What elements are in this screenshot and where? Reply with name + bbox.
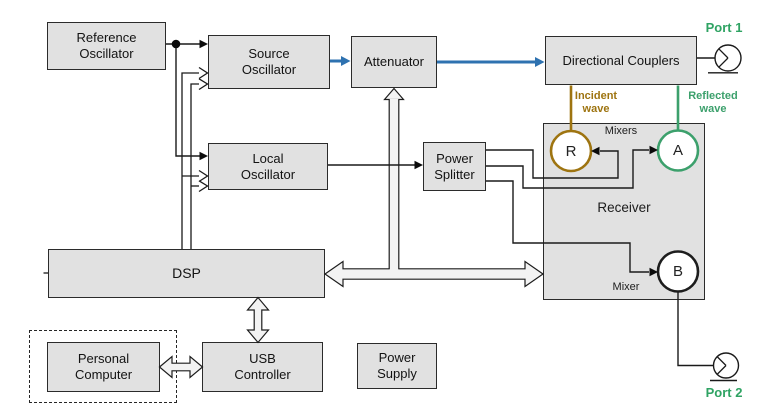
reference-oscillator-block: Reference Oscillator <box>47 22 166 70</box>
mixer-label: Mixer <box>612 281 640 293</box>
dsp-to-source-wire-2 <box>190 83 199 249</box>
b-mixer-circle <box>656 250 700 293</box>
splitter-input-arrowhead <box>414 160 423 170</box>
reflected-wave-label: Reflected wave <box>688 90 738 115</box>
r-mixer-letter: R <box>565 142 577 160</box>
pc-usb-bus-arrow <box>158 355 204 379</box>
personal-computer-label: Personal Computer <box>74 351 133 382</box>
directional-couplers-label: Directional Couplers <box>562 52 680 68</box>
power-supply-block: Power Supply <box>357 343 437 389</box>
source-input-arrowhead <box>199 39 208 49</box>
dsp-receiver-bus-arrow <box>323 260 545 288</box>
dsp-attenuator-arrow-shaft <box>389 98 399 274</box>
splitter-to-r-mixer-wire <box>486 149 619 179</box>
incident-wave-label: Incident wave <box>574 90 618 115</box>
directional-couplers-block: Directional Couplers <box>545 36 697 85</box>
b-mixer-letter: B <box>672 263 683 280</box>
mixers-label: Mixers <box>604 125 638 137</box>
power-splitter-label: Power Splitter <box>434 150 475 182</box>
local-oscillator-block: Local Oscillator <box>208 143 328 190</box>
dsp-block: DSP <box>48 249 325 298</box>
usb-controller-block: USB Controller <box>202 342 323 392</box>
local-oscillator-label: Local Oscillator <box>240 150 296 182</box>
reference-oscillator-label: Reference Oscillator <box>76 30 137 61</box>
local-input-arrowhead <box>199 151 208 161</box>
a-mixer-letter: A <box>672 142 683 159</box>
port1-label: Port 1 <box>705 20 743 35</box>
b-mixer-arrowhead <box>649 267 658 277</box>
power-splitter-block: Power Splitter <box>423 142 486 191</box>
port2-label: Port 2 <box>705 385 743 400</box>
port1-connector-icon <box>708 44 742 74</box>
attenuator-label: Attenuator <box>364 54 424 70</box>
local-open-arrowhead-1 <box>198 169 209 183</box>
dsp-attenuator-arrowhead <box>383 87 405 101</box>
a-mixer-arrowhead <box>649 145 658 155</box>
receiver-label: Receiver <box>597 200 651 215</box>
reference-junction-dot <box>171 39 181 49</box>
b-mixer-to-port2-wire <box>677 292 714 367</box>
dsp-attenuator-arrow-shaft-borders <box>388 99 400 269</box>
local-open-arrowhead-2 <box>198 180 209 193</box>
source-open-arrowhead-2 <box>198 78 209 91</box>
dsp-label: DSP <box>172 264 201 281</box>
personal-computer-block: Personal Computer <box>47 342 160 392</box>
dsp-usb-bus-arrow <box>246 296 270 344</box>
usb-controller-label: USB Controller <box>234 351 291 382</box>
power-supply-label: Power Supply <box>377 350 417 381</box>
attenuator-block: Attenuator <box>351 36 437 88</box>
reference-to-local-wire <box>175 44 200 157</box>
a-mixer-circle <box>656 129 700 172</box>
port2-connector-icon <box>710 352 740 382</box>
source-oscillator-block: Source Oscillator <box>208 35 330 89</box>
source-to-attenuator-blue-arrowhead <box>341 56 351 66</box>
source-open-arrowhead-1 <box>198 66 209 80</box>
r-mixer-arrowhead <box>591 146 600 156</box>
splitter-to-b-mixer-wire <box>486 180 649 273</box>
splitter-to-a-mixer-wire <box>486 149 649 189</box>
attenuator-to-couplers-blue-arrowhead <box>535 57 545 67</box>
source-oscillator-label: Source Oscillator <box>241 46 297 77</box>
dsp-to-source-wire-1 <box>181 72 199 249</box>
